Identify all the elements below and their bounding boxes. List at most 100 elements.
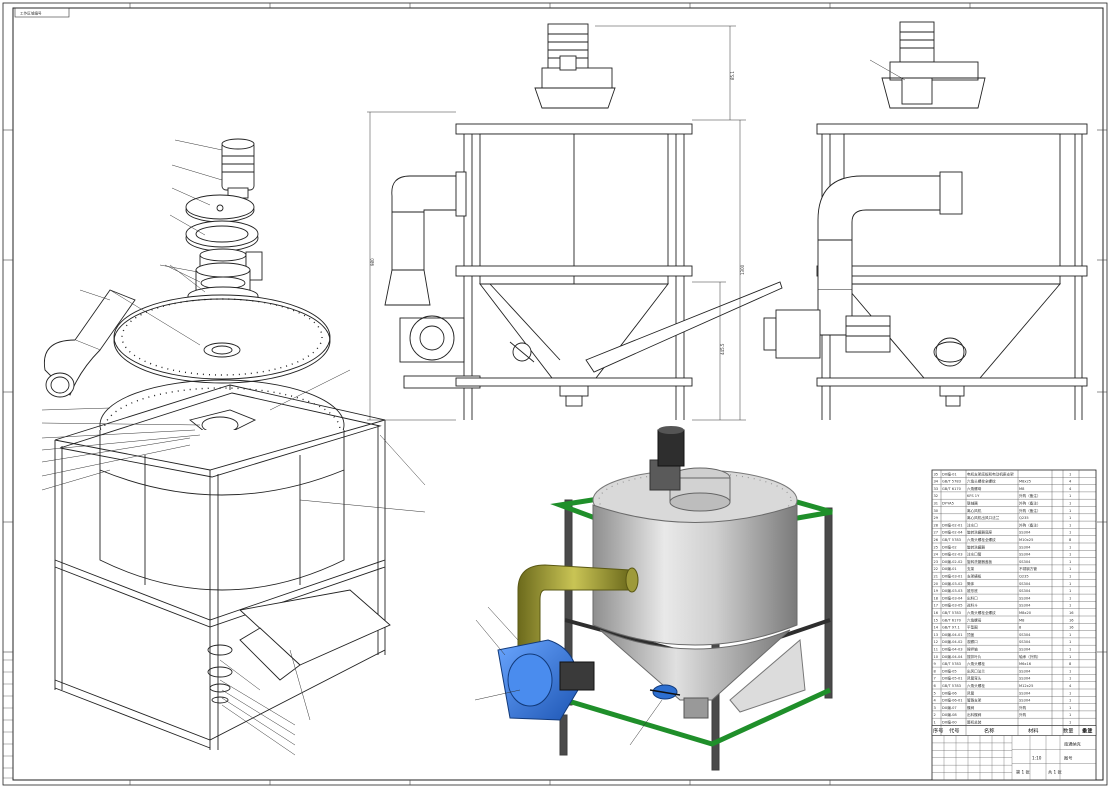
- bom-cell-qty: 1: [1069, 706, 1071, 710]
- bom-header-cell: 序号: [933, 727, 943, 735]
- zone-ticks: [3, 3, 1107, 785]
- side-motor: [881, 21, 986, 109]
- bom-cell-qty: 16: [1069, 611, 1074, 615]
- bom-cell-no: 35: [934, 472, 939, 476]
- bom-cell-code: DX编-02-01: [942, 522, 963, 527]
- side-view: [763, 21, 1088, 420]
- bom-cell-no: 34: [934, 480, 939, 484]
- bom-cell-qty: 4: [1069, 487, 1072, 491]
- dim-frame-height: 980: [370, 258, 375, 266]
- bom-cell-qty: 1: [1069, 553, 1071, 557]
- bom-cell-qty: 1: [1069, 721, 1071, 725]
- bom-cell-qty: 1: [1069, 523, 1071, 527]
- bom-cell-qty: 1: [1069, 691, 1071, 695]
- bom-cell-no: 13: [934, 633, 939, 637]
- bom-cell-name: 六角头螺栓全螺纹: [967, 479, 996, 484]
- bom-cell-name: 管路支架: [967, 698, 982, 703]
- bom-cell-qty: 1: [1069, 582, 1071, 586]
- bom-cell-no: 6: [934, 684, 937, 688]
- bom-cell-mat: SS304: [1019, 553, 1031, 557]
- bom-cell-name: 支架: [967, 566, 975, 571]
- bom-cell-mat: 外购（备注）: [1019, 508, 1041, 513]
- bom-cell-qty: 4: [1069, 684, 1072, 688]
- bom-cell-code: GB/T 6170: [942, 618, 962, 622]
- bom-cell-mat: SS304: [1019, 633, 1031, 637]
- bom-cell-qty: 1: [1069, 509, 1071, 513]
- bom-cell-name: 搜拌轴: [967, 647, 978, 652]
- bom-cell-qty: 1: [1069, 604, 1071, 608]
- bom-cell-code: DX编-03-04: [942, 595, 963, 600]
- bom-cell-qty: 16: [1069, 618, 1074, 622]
- side-leader: [869, 59, 906, 81]
- bom-cell-qty: 1: [1069, 648, 1071, 652]
- bom-cell-code: GB/T 5783: [942, 538, 961, 542]
- bom-header-cell: 代号: [949, 727, 959, 735]
- bom-cell-no: 25: [934, 545, 939, 549]
- bom-cell-qty: 1: [1069, 589, 1071, 593]
- bom-cell-code: DX编-03-02: [942, 581, 963, 586]
- bom-cell-name: KFS 1Y: [967, 494, 980, 498]
- bom-cell-mat: M8x20: [1019, 611, 1032, 615]
- bom-cell-code: DX编-08: [942, 712, 957, 717]
- bom-cell-mat: Q235: [1019, 575, 1029, 579]
- bom-cell-qty: 1: [1069, 502, 1071, 506]
- svg-text:工作区域编号: 工作区域编号: [20, 11, 42, 16]
- bom-cell-no: 17: [934, 604, 939, 608]
- bom-cell-no: 3: [934, 706, 936, 710]
- bom-cell-name: 风管弯头: [967, 676, 982, 681]
- bom-cell-qty: 1: [1069, 560, 1071, 564]
- bom-cell-qty: 16: [1069, 626, 1074, 630]
- front-dimensions: [367, 25, 746, 421]
- bom-cell-code: GB/T 6170: [942, 487, 962, 491]
- bom-cell-no: 18: [934, 596, 939, 600]
- bom-cell-qty: 1: [1069, 516, 1071, 520]
- dim-hopper-height: 445.5: [720, 343, 725, 355]
- bom-cell-mat: SS304: [1019, 596, 1031, 600]
- title-sheet: 第 1 张: [1016, 769, 1031, 776]
- bom-cell-no: 1: [934, 721, 936, 725]
- bom-cell-code: DX编-07: [942, 705, 957, 710]
- bom-cell-name: 支架横板: [967, 574, 982, 579]
- bom-cell-code: DX编-01: [942, 566, 957, 571]
- bom-cell-name: 进料斗: [967, 603, 978, 608]
- bom-cell-name: 六角头螺栓: [967, 661, 985, 666]
- bom-cell-name: 六角螺母: [967, 617, 982, 622]
- bom-cell-name: 观察口: [967, 639, 978, 644]
- bom-cell-mat: SS304: [1019, 604, 1031, 608]
- bom-cell-code: GB/T 5783: [942, 684, 961, 688]
- stamp-box: 工作区域编号: [14, 7, 70, 18]
- bom-cell-code: DX编-03-01: [942, 574, 963, 579]
- bom-cell-qty: 1: [1069, 699, 1071, 703]
- bom-cell-qty: 1: [1069, 713, 1071, 717]
- bom-cell-qty: 1: [1069, 640, 1071, 644]
- bom-cell-mat: SS304: [1019, 582, 1031, 586]
- bom-cell-mat: M6x16: [1019, 662, 1032, 666]
- bom-cell-mat: SS304: [1019, 589, 1031, 593]
- bom-cell-qty: 1: [1069, 545, 1071, 549]
- bom-cell-mat: 不锈钢方管: [1019, 566, 1037, 571]
- bom-cell-mat: SS304: [1019, 691, 1031, 695]
- bom-cell-name: 出料蝶阀: [967, 712, 982, 717]
- front-motor: [534, 23, 616, 109]
- bom-cell-mat: SS304: [1019, 560, 1031, 564]
- bom-cell-mat: SS304: [1019, 677, 1031, 681]
- exploded-leader-lines: [41, 139, 426, 756]
- front-view: [384, 23, 783, 420]
- bom-header-cell: 重量: [1082, 727, 1092, 735]
- bom-cell-mat: 外购（备注）: [1019, 522, 1041, 527]
